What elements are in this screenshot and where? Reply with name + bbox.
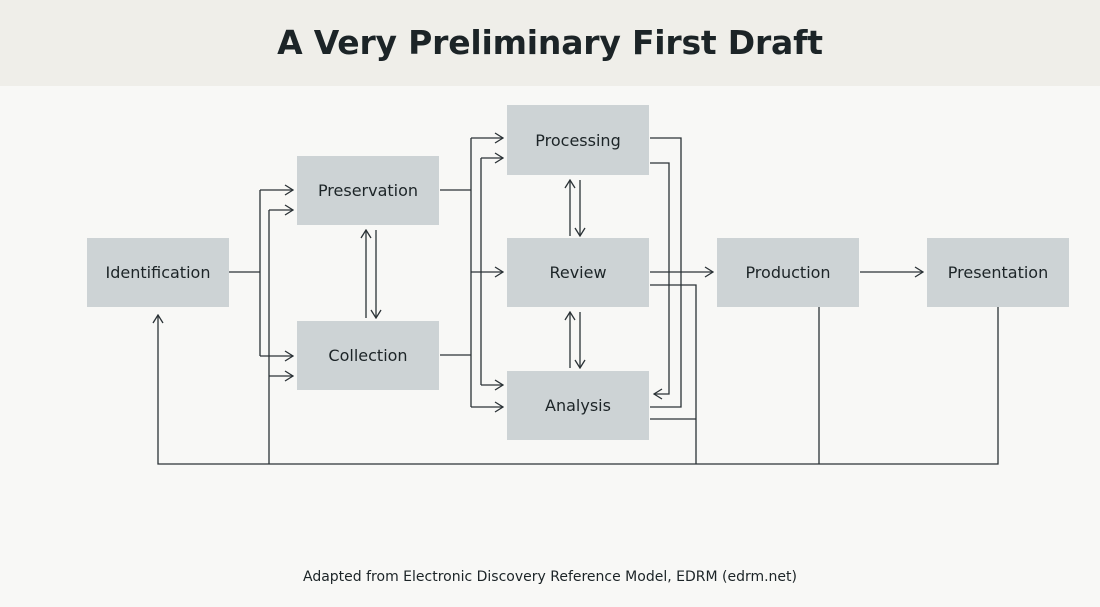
node-presentation-label: Presentation [948,263,1048,282]
arrow-processing-to-analysis-inner [650,162,670,394]
node-review: Review [507,238,649,307]
node-preservation: Preservation [297,156,439,225]
node-collection-label: Collection [328,346,407,365]
node-presentation: Presentation [927,238,1069,307]
header-bar: A Very Preliminary First Draft [0,0,1100,86]
connectors [158,138,999,465]
node-review-label: Review [549,263,606,282]
edge-review-to-loop [650,284,697,464]
node-processing-label: Processing [535,131,620,150]
node-analysis-label: Analysis [545,396,611,415]
node-preservation-label: Preservation [318,181,418,200]
edge-bottom-loop [158,307,999,465]
node-identification-label: Identification [106,263,211,282]
node-production: Production [717,238,859,307]
node-analysis: Analysis [507,371,649,440]
node-production-label: Production [745,263,830,282]
node-processing: Processing [507,105,649,175]
node-identification: Identification [87,238,229,307]
source-caption: Adapted from Electronic Discovery Refere… [303,569,797,585]
node-collection: Collection [297,321,439,390]
page-title: A Very Preliminary First Draft [277,22,823,62]
